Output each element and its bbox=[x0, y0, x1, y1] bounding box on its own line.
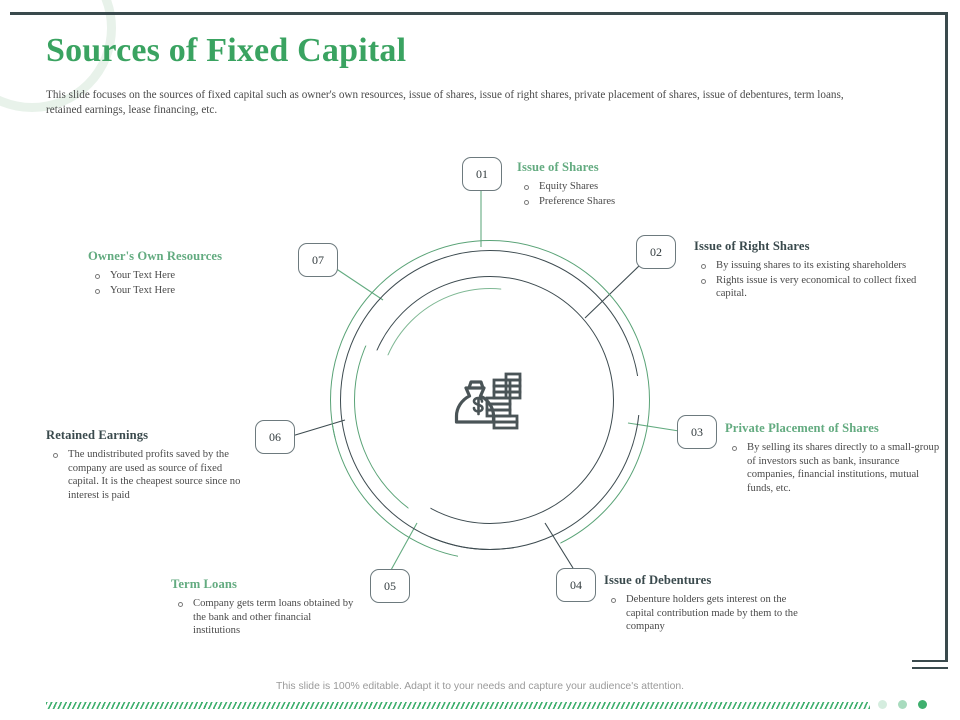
list-item: Preference Shares bbox=[517, 195, 747, 209]
list-item: Your Text Here bbox=[88, 284, 288, 298]
page-subtitle: This slide focuses on the sources of fix… bbox=[46, 89, 844, 116]
footer-dots bbox=[878, 700, 944, 712]
item-bullets-04: Debenture holders gets interest on the c… bbox=[604, 593, 804, 634]
list-item: By issuing shares to its existing shareh… bbox=[694, 259, 939, 273]
dot-1 bbox=[878, 700, 887, 709]
item-heading-07: Owner's Own Resources bbox=[88, 249, 223, 263]
footer-note: This slide is 100% editable. Adapt it to… bbox=[275, 681, 685, 692]
list-item: Company gets term loans obtained by the … bbox=[171, 597, 356, 638]
badge-01[interactable]: 01 bbox=[462, 157, 502, 191]
item-block-01: Issue of Shares Equity Shares Preference… bbox=[517, 160, 747, 209]
list-item: The undistributed profits saved by the c… bbox=[46, 448, 242, 502]
item-heading-01: Issue of Shares bbox=[517, 160, 599, 174]
badge-03[interactable]: 03 bbox=[677, 415, 717, 449]
item-block-07: Owner's Own Resources Your Text Here You… bbox=[88, 249, 288, 298]
dot-3 bbox=[918, 700, 927, 709]
item-block-03: Private Placement of Shares By selling i… bbox=[725, 421, 940, 496]
frame-border-right bbox=[945, 12, 948, 660]
item-heading-02: Issue of Right Shares bbox=[694, 239, 810, 253]
badge-05[interactable]: 05 bbox=[370, 569, 410, 603]
money-bag-coins-icon bbox=[454, 372, 522, 430]
item-heading-04: Issue of Debentures bbox=[604, 573, 712, 587]
item-bullets-03: By selling its shares directly to a smal… bbox=[725, 441, 940, 495]
item-bullets-01: Equity Shares Preference Shares bbox=[517, 180, 747, 208]
footer-stripe bbox=[46, 702, 870, 709]
list-item: Your Text Here bbox=[88, 269, 288, 283]
page-title: Sources of Fixed Capital bbox=[46, 32, 407, 69]
item-block-05: Term Loans Company gets term loans obtai… bbox=[171, 577, 356, 639]
item-bullets-07: Your Text Here Your Text Here bbox=[88, 269, 288, 297]
frame-corner-mark bbox=[912, 660, 948, 674]
list-item: Debenture holders gets interest on the c… bbox=[604, 593, 804, 634]
item-block-02: Issue of Right Shares By issuing shares … bbox=[694, 239, 939, 302]
list-item: Rights issue is very economical to colle… bbox=[694, 274, 939, 301]
item-block-04: Issue of Debentures Debenture holders ge… bbox=[604, 573, 804, 635]
badge-06[interactable]: 06 bbox=[255, 420, 295, 454]
badge-07[interactable]: 07 bbox=[298, 243, 338, 277]
frame-border-top bbox=[10, 12, 948, 15]
item-heading-06: Retained Earnings bbox=[46, 428, 149, 442]
item-bullets-02: By issuing shares to its existing shareh… bbox=[694, 259, 939, 301]
central-ring-graphic bbox=[330, 240, 650, 560]
item-block-06: Retained Earnings The undistributed prof… bbox=[46, 428, 242, 503]
item-bullets-06: The undistributed profits saved by the c… bbox=[46, 448, 242, 502]
item-bullets-05: Company gets term loans obtained by the … bbox=[171, 597, 356, 638]
badge-02[interactable]: 02 bbox=[636, 235, 676, 269]
list-item: By selling its shares directly to a smal… bbox=[725, 441, 940, 495]
item-heading-03: Private Placement of Shares bbox=[725, 421, 879, 435]
item-heading-05: Term Loans bbox=[171, 577, 237, 591]
dot-2 bbox=[898, 700, 907, 709]
list-item: Equity Shares bbox=[517, 180, 747, 194]
badge-04[interactable]: 04 bbox=[556, 568, 596, 602]
